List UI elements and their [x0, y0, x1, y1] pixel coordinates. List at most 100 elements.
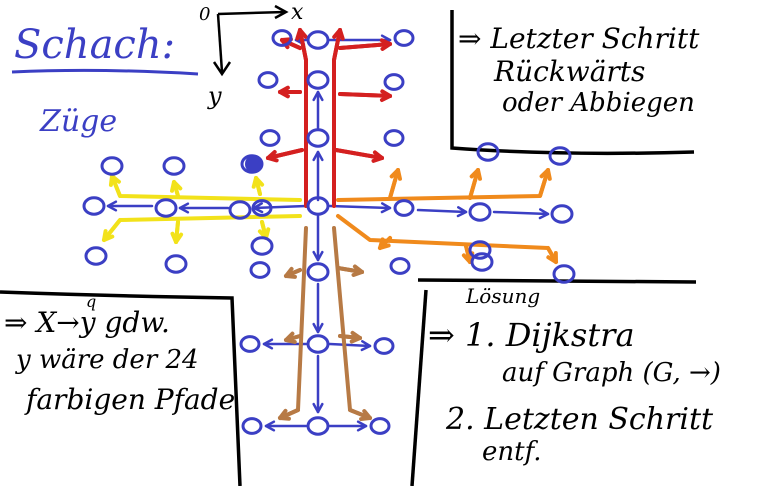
- red-branch-right-2-tip: [334, 148, 384, 163]
- red-branch-right-top-tip-head: [379, 38, 392, 51]
- solution-title: Lösung: [466, 284, 541, 308]
- title-underline: [11, 68, 199, 76]
- blue-up-2-head: [312, 90, 324, 102]
- orange-branch-1-tip-shaft: [388, 168, 400, 200]
- solution-line-1: ⇒ 1. Dijkstra: [428, 316, 635, 354]
- orange-branch-2-tip-shaft: [468, 168, 480, 200]
- blue-left-2: [178, 202, 230, 214]
- yellow-branch-2-tip: [170, 180, 183, 198]
- brown-path-2-tip-head: [359, 409, 372, 422]
- page-title: Schach:: [14, 22, 176, 68]
- blue-right-2: [416, 206, 468, 218]
- note-bottom-left: q ⇒ X→y gdw. y wäre der 24 farbigen Pfad…: [4, 292, 235, 416]
- yellow-path-1-tip-head: [108, 174, 121, 187]
- node-left-2: [228, 200, 252, 220]
- brown-path-2-tip: [348, 408, 372, 422]
- blue-left-3-head: [106, 200, 118, 212]
- node-side-6: [251, 199, 273, 217]
- yellow-path-1-tip: [108, 174, 122, 198]
- axis-origin-label: 0: [199, 4, 211, 25]
- orange-branch-4-tip: [378, 236, 392, 250]
- whiteboard-canvas: [0, 4, 697, 486]
- node-side-4: [259, 129, 281, 147]
- solution-line-3: 2. Letzten Schritt: [446, 402, 714, 437]
- orange-path-2: [336, 214, 558, 264]
- panel-borders: [0, 10, 697, 486]
- red-branch-left-1-tip: [278, 85, 302, 99]
- yellow-path-2-tip-shaft: [102, 218, 122, 242]
- yellow-path-2: [102, 214, 302, 242]
- node-side-0: [271, 29, 293, 47]
- node-side-13: [369, 417, 391, 435]
- node-side-11: [373, 337, 395, 355]
- node-right-4: [476, 142, 500, 162]
- node-side-5: [383, 129, 405, 147]
- node-left-6: [84, 246, 108, 266]
- red-branch-left-2-tip: [266, 148, 304, 163]
- red-branch-right-1-tip-head: [379, 89, 392, 102]
- brown-branch-1-tip-head: [284, 266, 297, 279]
- blue-mid-right: [328, 340, 372, 352]
- red-branch-right-2-tip-shaft: [334, 148, 384, 160]
- orange-path-2-tip-head: [546, 251, 558, 264]
- red-path-1-tip-head: [295, 28, 308, 41]
- node-right-2: [470, 252, 494, 272]
- blue-right-1-head: [380, 202, 392, 214]
- brown-branch-3-tip: [284, 331, 302, 344]
- yellow-path-1: [110, 174, 302, 202]
- orange-branch-1-tip: [388, 168, 402, 200]
- blue-right-3-shaft: [492, 210, 550, 216]
- blue-right-1-shaft: [328, 204, 392, 210]
- yellow-branch-2-tip-head: [170, 180, 183, 193]
- blue-up-1: [312, 150, 324, 202]
- yellow-branch-4-tip: [257, 220, 271, 240]
- blue-right-2-shaft: [416, 208, 468, 214]
- red-branch-right-1-tip-shaft: [338, 92, 392, 98]
- orange-branch-4-tip-head: [378, 237, 391, 250]
- board-nodes: [82, 29, 576, 436]
- blue-right-2-head: [456, 206, 468, 218]
- brown-branch-2-tip: [336, 264, 364, 277]
- node-col-center-6: [306, 416, 330, 436]
- axis-x-label: x: [291, 0, 304, 25]
- node-side-7: [393, 199, 415, 217]
- blue-left-1: [252, 202, 308, 214]
- brown-path-2: [332, 226, 372, 420]
- node-col-center-3: [306, 196, 330, 216]
- yellow-path-2-tip-head: [102, 229, 115, 242]
- node-right-0: [468, 202, 492, 222]
- blue-bot-right-head: [356, 420, 368, 432]
- node-col-center-1: [306, 70, 330, 90]
- solution-line-4: entf.: [482, 437, 542, 467]
- note-top-right-line-3: oder Abbiegen: [502, 88, 695, 118]
- note-top-right-line-2: Rückwärts: [494, 55, 646, 88]
- axis-y-label: y: [208, 82, 222, 110]
- node-side-10: [239, 335, 261, 353]
- brown-branch-2-tip-head: [351, 264, 364, 277]
- solution-block: ⇒ 1. Dijkstra auf Graph (G, →) 2. Letzte…: [428, 316, 721, 467]
- node-side-8: [249, 261, 271, 279]
- axes-glyph: [212, 4, 289, 77]
- orange-path-1-tip-shaft: [538, 168, 550, 198]
- blue-up-2: [312, 90, 324, 130]
- blue-left-1-shaft: [252, 204, 308, 210]
- node-side-9: [389, 257, 411, 275]
- node-side-2: [257, 71, 279, 89]
- orange-branch-1-tip-head: [389, 168, 402, 181]
- node-left-4: [162, 156, 186, 176]
- yellow-path-2-tip: [102, 218, 122, 242]
- blue-down-1-head: [312, 250, 324, 262]
- red-path-1-tip: [295, 28, 308, 62]
- blue-down-3-head: [312, 402, 324, 414]
- red-path-1-tip-shaft: [298, 28, 308, 62]
- red-branch-right-1-tip: [338, 89, 392, 102]
- solution-line-2: auf Graph (G, →): [502, 358, 721, 388]
- blue-right-1: [328, 202, 392, 214]
- orange-path-1-tip: [538, 168, 552, 198]
- brown-branch-1-tip: [284, 266, 302, 279]
- node-side-3: [383, 73, 405, 91]
- brown-branch-4-tip: [338, 330, 362, 344]
- node-side-12: [241, 417, 263, 435]
- orange-path-1-tip-head: [539, 168, 552, 181]
- red-branch-left-1-tip-head: [278, 85, 290, 99]
